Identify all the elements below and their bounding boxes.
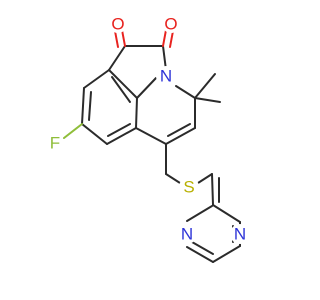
oxygen-right-label: O <box>164 15 177 34</box>
bond-c9a-c9b <box>108 69 138 99</box>
bond-ch2-s <box>165 173 181 184</box>
bond-c9-c8 <box>81 87 85 125</box>
bond-c2p-n3 <box>211 173 214 206</box>
bond-c4-me1 <box>194 73 216 99</box>
bond-c6a-c9b <box>135 97 138 129</box>
bond-layer <box>63 29 241 263</box>
molecule-structure: O O N F S N N <box>46 14 250 263</box>
bond-c6-c5 <box>165 127 196 145</box>
atom-bg-oxygen-right <box>162 15 180 33</box>
atom-bg-nitrogen-pyrimidine-2 <box>230 224 250 244</box>
nitrogen-pyrimidine-2-label: N <box>234 225 246 244</box>
sulfur-label: S <box>183 178 194 197</box>
atom-bg-nitrogen-pyrimidine-1 <box>177 224 197 244</box>
bond-c9a-c9 <box>83 69 110 89</box>
atom-layer: O O N F S N N <box>46 15 250 244</box>
bond-c8-c7 <box>81 123 108 145</box>
atom-bg-sulfur <box>179 177 199 197</box>
bond-c7-c6a <box>106 127 137 145</box>
bond-c6a-c6 <box>135 127 167 145</box>
bond-co-left-a <box>121 29 126 47</box>
bond-c7-c6a-inner <box>107 123 131 137</box>
bond-c4-n <box>175 85 196 99</box>
bond-s-c2p <box>197 173 213 184</box>
bond-c5p-c6p <box>212 245 241 263</box>
bond-c9-c8-inner <box>88 91 92 121</box>
bond-c6-c5-inner <box>167 123 191 137</box>
bond-n3-c4p <box>212 204 241 223</box>
bond-c2-n <box>162 45 167 71</box>
atom-bg-fluorine <box>46 134 64 152</box>
bond-c4-me2 <box>194 97 221 103</box>
fluorine-label: F <box>50 134 60 153</box>
bond-c6p-n1 <box>186 246 214 263</box>
nitrogen-ring-label: N <box>160 67 172 86</box>
bond-c9b-c9a-inner <box>111 76 131 103</box>
bond-c6p-n1-inner <box>191 241 214 255</box>
bond-n1-c2p <box>186 205 213 222</box>
atom-bg-nitrogen-ring <box>156 66 176 86</box>
atom-bg-oxygen-left <box>109 15 127 33</box>
bond-c9b-n <box>136 77 157 99</box>
bond-co-right-b <box>169 30 174 48</box>
bond-co-left-b <box>114 30 119 48</box>
oxygen-left-label: O <box>111 15 124 34</box>
bond-co-right-a <box>162 29 167 47</box>
bond-c8-f <box>63 123 83 139</box>
bond-c1-c9a <box>108 45 126 71</box>
nitrogen-pyrimidine-1-label: N <box>181 225 193 244</box>
